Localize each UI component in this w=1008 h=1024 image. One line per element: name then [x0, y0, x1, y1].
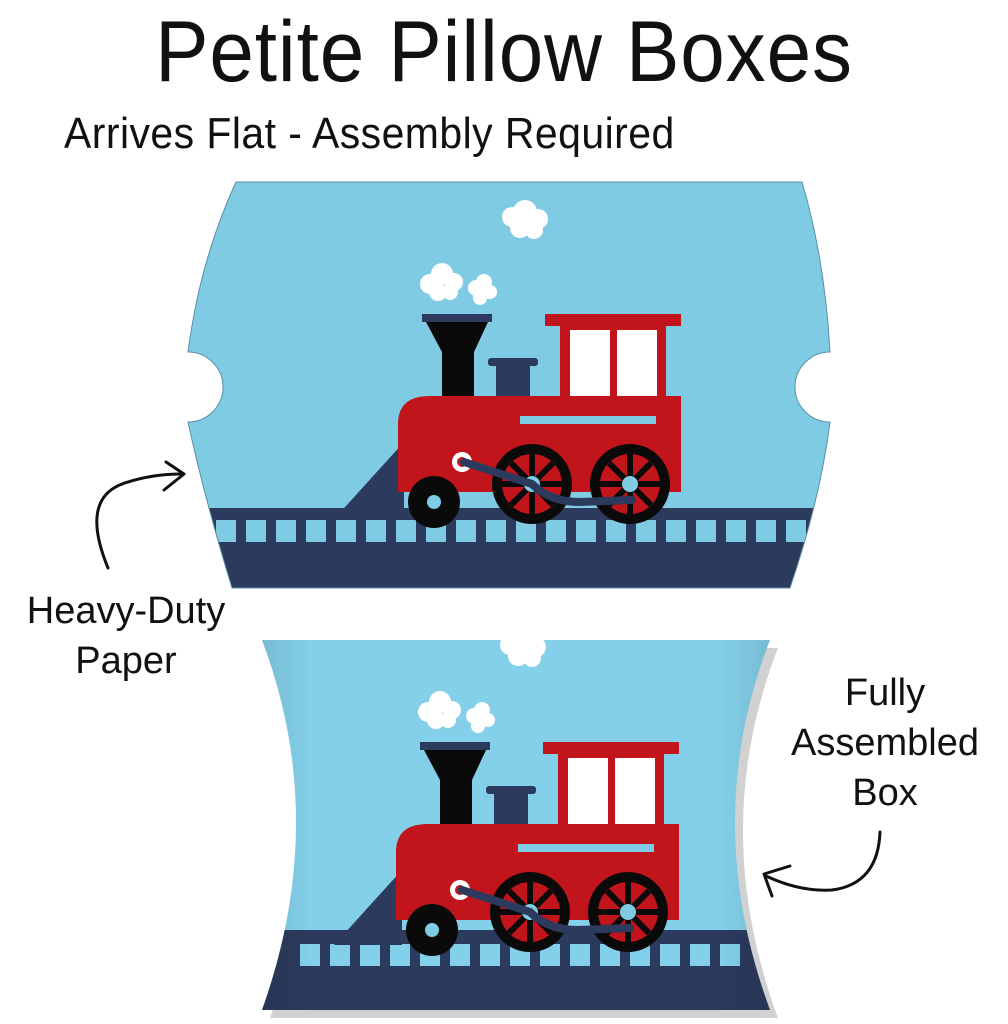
railroad-ties — [216, 520, 806, 542]
callout-line: Assembled — [791, 722, 979, 764]
flat-pillow-box — [188, 182, 830, 588]
callout-line: Box — [852, 772, 918, 814]
assembled-pillow-box — [262, 640, 770, 1010]
callout-line: Heavy-Duty — [26, 590, 226, 632]
curved-arrow-icon — [95, 472, 184, 570]
page-title: Petite Pillow Boxes — [155, 4, 853, 100]
subtitle: Arrives Flat - Assembly Required — [64, 109, 675, 158]
callout-line: Fully — [844, 672, 926, 714]
callout-heavy-duty-paper: Heavy-Duty Paper — [0, 586, 252, 686]
curved-arrow-icon — [764, 830, 882, 892]
callout-fully-assembled: Fully Assembled Box — [760, 668, 1008, 818]
callout-line: Paper — [75, 640, 177, 682]
